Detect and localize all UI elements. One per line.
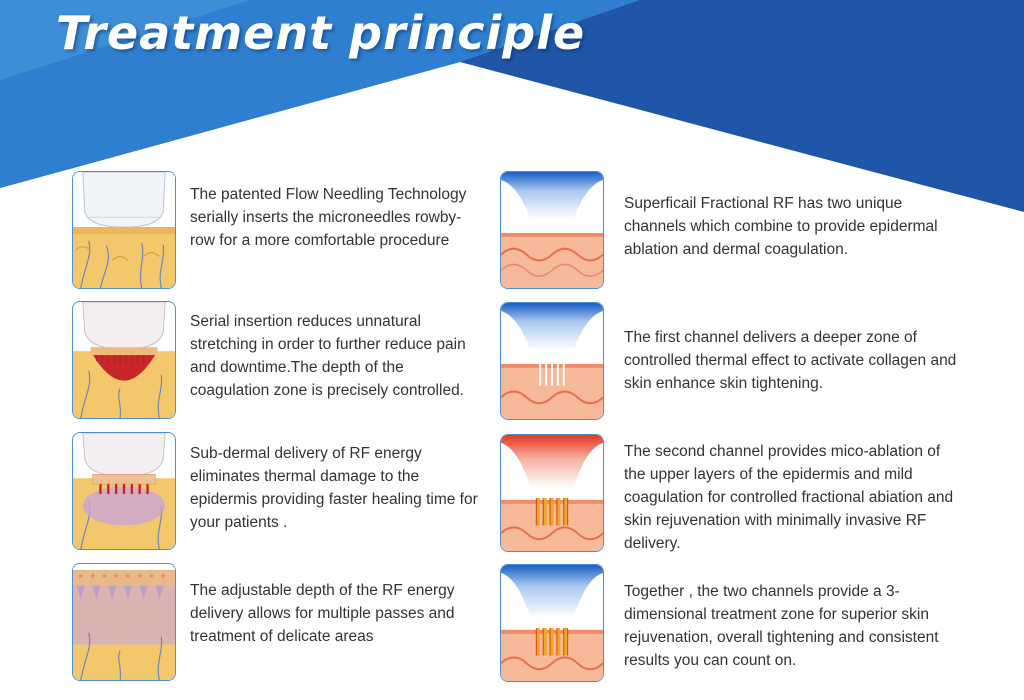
step-description: The patented Flow Needling Technology se… [190,186,467,249]
combined-channels-icon [500,564,604,682]
step-description: The adjustable depth of the RF energy de… [190,582,455,645]
page-title: Treatment principle [56,6,586,60]
fractional-rf-tip-icon [500,171,604,289]
adjustable-depth-icon [72,563,176,681]
step-description: Serial insertion reduces unnatural stret… [190,313,466,399]
step-description: Sub-dermal delivery of RF energy elimina… [190,445,478,531]
step-description: Together , the two channels provide a 3-… [624,583,939,669]
step-description: Superficail Fractional RF has two unique… [624,195,938,258]
coagulation-zone-icon [72,301,176,419]
skin-applicator-icon [72,171,176,289]
step-description: The second channel provides mico-ablatio… [624,443,954,552]
step-description: The first channel delivers a deeper zone… [624,329,957,392]
first-channel-icon [500,302,604,420]
subdermal-rf-icon [72,432,176,550]
header-banner [0,0,1024,212]
second-channel-icon [500,434,604,552]
